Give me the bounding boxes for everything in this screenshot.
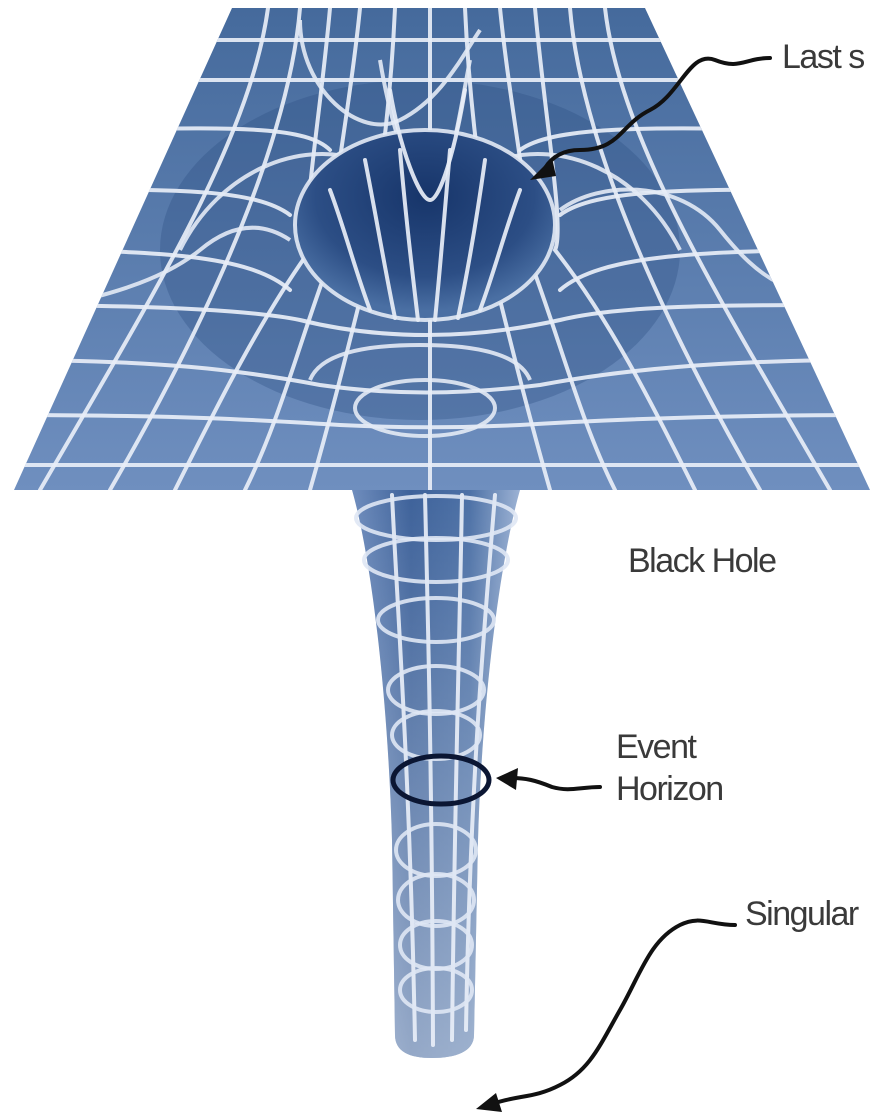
spacetime-sheet — [0, 8, 870, 490]
event-horizon-label-line1: Event — [616, 728, 697, 766]
event-horizon-arrow — [496, 768, 600, 790]
last-stable-orbit-label: Last s — [782, 38, 864, 76]
black-hole-label: Black Hole — [628, 542, 776, 580]
event-horizon-label-line2: Horizon — [616, 770, 723, 808]
singularity-label: Singular — [745, 895, 859, 933]
singularity-arrow — [476, 921, 735, 1112]
funnel-tube — [352, 490, 520, 1058]
